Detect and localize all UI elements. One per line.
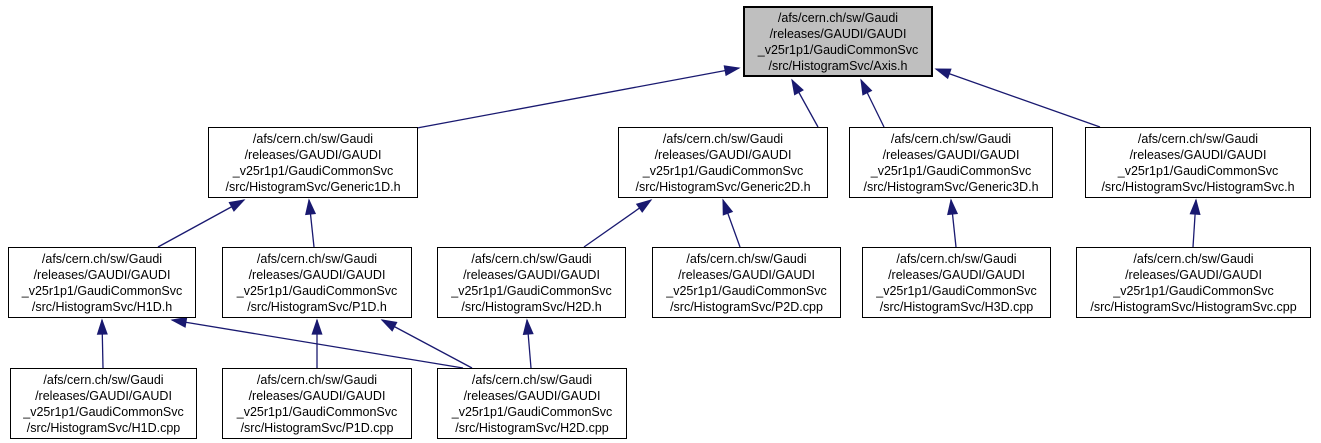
node-label-line: /src/HistogramSvc/HistogramSvc.h [1101,179,1295,194]
graph-node-h1d_cpp[interactable]: /afs/cern.ch/sw/Gaudi/releases/GAUDI/GAU… [10,368,197,439]
node-label-line: /src/HistogramSvc/H2D.cpp [455,420,609,435]
node-label-line: /afs/cern.ch/sw/Gaudi [1137,131,1259,146]
edge-h2d_cpp-to-h2d_h [522,318,534,369]
graph-node-p1d_h[interactable]: /afs/cern.ch/sw/Gaudi/releases/GAUDI/GAU… [222,247,412,318]
edge-h2d_h-to-generic2d_h [583,199,653,248]
graph-node-h1d_h[interactable]: /afs/cern.ch/sw/Gaudi/releases/GAUDI/GAU… [8,247,196,318]
node-label-line: _v25r1p1/GaudiCommonSvc [21,283,183,298]
node-label-line: /src/HistogramSvc/Generic2D.h [635,179,811,194]
node-label-line: /releases/GAUDI/GAUDI [1129,147,1267,162]
edge-p2d_cpp-to-generic2d_h [722,198,741,248]
graph-node-h2d_h[interactable]: /afs/cern.ch/sw/Gaudi/releases/GAUDI/GAU… [437,247,626,318]
graph-node-generic3d_h[interactable]: /afs/cern.ch/sw/Gaudi/releases/GAUDI/GAU… [849,127,1053,198]
node-label-line: _v25r1p1/GaudiCommonSvc [757,42,919,57]
graph-node-h2d_cpp[interactable]: /afs/cern.ch/sw/Gaudi/releases/GAUDI/GAU… [437,368,627,439]
node-label-line: /releases/GAUDI/GAUDI [248,388,386,403]
node-label-line: /releases/GAUDI/GAUDI [463,388,601,403]
graph-node-generic1d_h[interactable]: /afs/cern.ch/sw/Gaudi/releases/GAUDI/GAU… [208,127,418,198]
node-label-line: /afs/cern.ch/sw/Gaudi [662,131,784,146]
node-label-line: /src/HistogramSvc/H1D.h [31,299,173,314]
node-label-line: /releases/GAUDI/GAUDI [248,267,386,282]
edge-h2d_cpp-to-p1d_h [380,319,473,369]
node-label-line: /releases/GAUDI/GAUDI [654,147,792,162]
node-label-line: /src/HistogramSvc/H3D.cpp [879,299,1034,314]
edge-p1d_h-to-generic1d_h [305,198,317,248]
node-label-line: /src/HistogramSvc/H2D.h [461,299,602,314]
node-label-line: /afs/cern.ch/sw/Gaudi [1133,251,1254,266]
graph-node-axis_h: /afs/cern.ch/sw/Gaudi/releases/GAUDI/GAU… [743,6,933,77]
node-label-line: /afs/cern.ch/sw/Gaudi [686,251,807,266]
node-label-line: /releases/GAUDI/GAUDI [1125,267,1262,282]
node-label-line: _v25r1p1/GaudiCommonSvc [1117,163,1279,178]
node-label-line: /afs/cern.ch/sw/Gaudi [896,251,1017,266]
node-label-line: /src/HistogramSvc/Generic1D.h [225,179,401,194]
node-label-line: /afs/cern.ch/sw/Gaudi [471,251,592,266]
graph-node-generic2d_h[interactable]: /afs/cern.ch/sw/Gaudi/releases/GAUDI/GAU… [618,127,828,198]
node-label-line: _v25r1p1/GaudiCommonSvc [232,163,394,178]
graph-node-histogramsvc_h[interactable]: /afs/cern.ch/sw/Gaudi/releases/GAUDI/GAU… [1085,127,1311,198]
graph-node-p1d_cpp[interactable]: /afs/cern.ch/sw/Gaudi/releases/GAUDI/GAU… [222,368,412,439]
node-label-line: /src/HistogramSvc/Axis.h [768,58,908,73]
node-label-line: /releases/GAUDI/GAUDI [882,147,1020,162]
node-label-line: /afs/cern.ch/sw/Gaudi [471,372,593,387]
edge-histogramsvc_h-to-axis_h [934,68,1101,128]
node-label-line: _v25r1p1/GaudiCommonSvc [870,163,1032,178]
graph-node-p2d_cpp[interactable]: /afs/cern.ch/sw/Gaudi/releases/GAUDI/GAU… [652,247,841,318]
node-label-line: /src/HistogramSvc/H1D.cpp [26,420,181,435]
node-label-line: /afs/cern.ch/sw/Gaudi [41,251,163,266]
node-label-line: _v25r1p1/GaudiCommonSvc [876,283,1037,298]
edge-h1d_h-to-generic1d_h [157,199,246,248]
node-label-line: /releases/GAUDI/GAUDI [769,26,907,41]
edge-h2d_cpp-to-h1d_h [170,316,464,369]
node-label-line: _v25r1p1/GaudiCommonSvc [642,163,804,178]
node-label-line: /src/HistogramSvc/HistogramSvc.cpp [1090,299,1297,314]
node-label-line: /releases/GAUDI/GAUDI [35,388,172,403]
node-label-line: _v25r1p1/GaudiCommonSvc [236,404,398,419]
node-label-line: _v25r1p1/GaudiCommonSvc [1113,283,1274,298]
edge-generic2d_h-to-axis_h [791,78,819,128]
node-label-line: /src/HistogramSvc/P1D.h [247,299,387,314]
node-label-line: /afs/cern.ch/sw/Gaudi [777,10,899,25]
graph-node-h3d_cpp[interactable]: /afs/cern.ch/sw/Gaudi/releases/GAUDI/GAU… [862,247,1051,318]
node-label-line: /afs/cern.ch/sw/Gaudi [252,131,374,146]
graph-node-histogramsvc_cpp[interactable]: /afs/cern.ch/sw/Gaudi/releases/GAUDI/GAU… [1076,247,1311,318]
node-label-line: /releases/GAUDI/GAUDI [888,267,1025,282]
node-label-line: /src/HistogramSvc/P2D.cpp [670,299,823,314]
node-label-line: _v25r1p1/GaudiCommonSvc [451,404,613,419]
node-label-line: _v25r1p1/GaudiCommonSvc [236,283,398,298]
node-label-line: /afs/cern.ch/sw/Gaudi [890,131,1012,146]
edge-h3d_cpp-to-generic3d_h [947,198,959,248]
node-label-line: /releases/GAUDI/GAUDI [678,267,815,282]
edge-h1d_cpp-to-h1d_h [96,318,108,369]
node-label-line: /src/HistogramSvc/Generic3D.h [863,179,1039,194]
node-label-line: _v25r1p1/GaudiCommonSvc [23,404,184,419]
node-label-line: /afs/cern.ch/sw/Gaudi [256,372,378,387]
node-label-line: /afs/cern.ch/sw/Gaudi [43,372,164,387]
node-label-line: /src/HistogramSvc/P1D.cpp [240,420,394,435]
node-label-line: /releases/GAUDI/GAUDI [244,147,382,162]
node-label-line: _v25r1p1/GaudiCommonSvc [666,283,827,298]
node-label-line: /releases/GAUDI/GAUDI [33,267,171,282]
node-label-line: /afs/cern.ch/sw/Gaudi [256,251,378,266]
node-label-line: _v25r1p1/GaudiCommonSvc [451,283,612,298]
edge-generic3d_h-to-axis_h [860,78,885,128]
edge-generic1d_h-to-axis_h [416,65,741,129]
edge-histogramsvc_cpp-to-histogramsvc_h [1189,198,1201,248]
node-label-line: /releases/GAUDI/GAUDI [463,267,600,282]
